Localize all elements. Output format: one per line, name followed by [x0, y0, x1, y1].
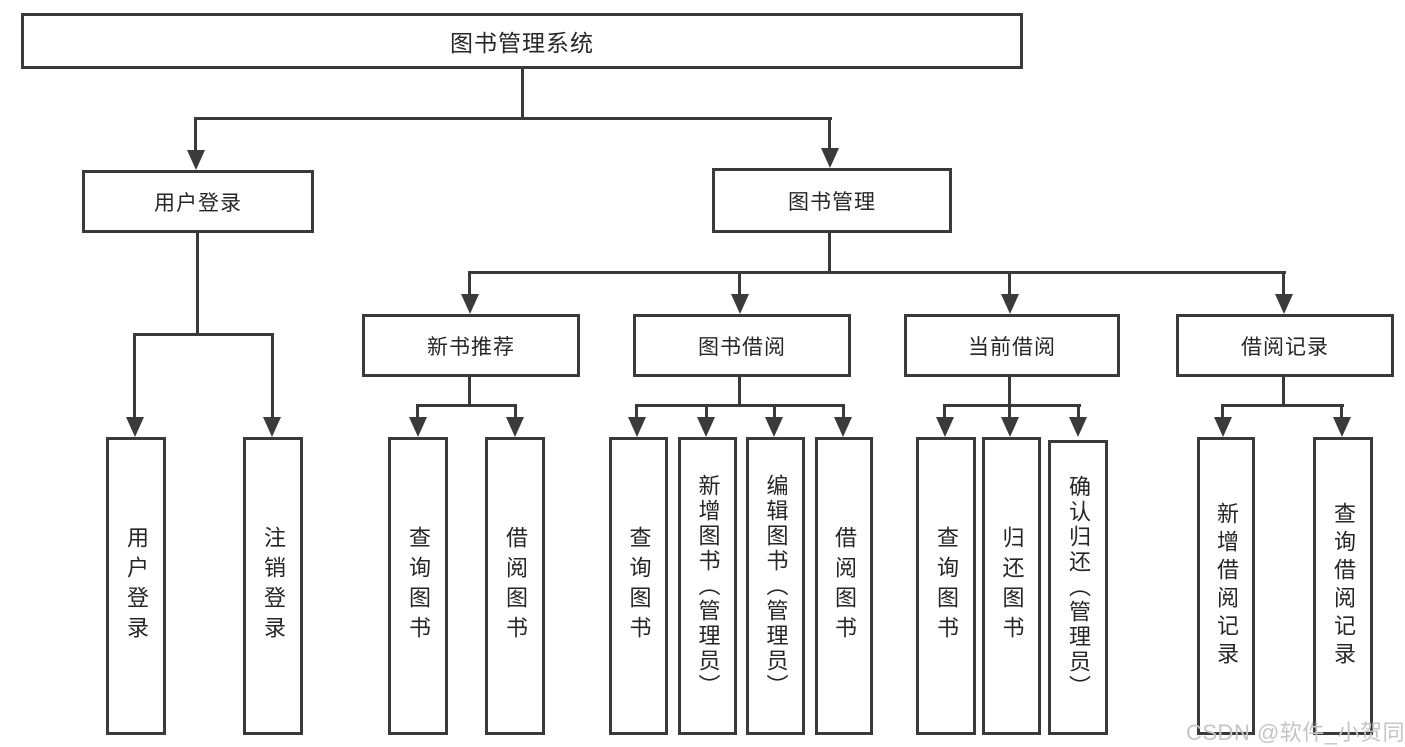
node-new-book-recommend: 新书推荐 — [362, 314, 580, 377]
node-user-login-branch: 用户登录 — [82, 170, 314, 233]
arrow-down-icon — [1333, 417, 1351, 437]
arrow-down-icon — [1214, 417, 1232, 437]
csdn-watermark: CSDN @软件_小贺同学 — [1186, 720, 1405, 745]
arrow-down-icon — [187, 150, 205, 170]
node-label: 借阅记录 — [1241, 335, 1329, 359]
leaf-confirm-return-admin: 确认归还（管理员） — [1048, 440, 1108, 735]
node-label: 用户登录 — [154, 191, 242, 215]
connector-vline — [271, 333, 274, 419]
node-label: 查询图书 — [406, 526, 431, 646]
connector-vline — [828, 231, 831, 274]
arrow-down-icon — [409, 417, 427, 437]
node-label: 图书管理 — [788, 190, 876, 214]
connector-hline — [468, 271, 1286, 274]
connector-vline — [416, 404, 419, 419]
connector-hline — [943, 404, 1081, 407]
connector-hline — [1221, 404, 1344, 407]
node-label: 用户登录 — [124, 526, 149, 646]
node-book-management: 图书管理 — [712, 168, 952, 233]
leaf-return-book: 归还图书 — [982, 437, 1041, 735]
connector-hline — [195, 117, 832, 120]
connector-vline — [828, 117, 831, 151]
connector-vline — [1221, 404, 1224, 419]
leaf-query-books-borrow: 查询图书 — [609, 437, 668, 735]
connector-vline — [133, 333, 136, 419]
node-label: 当前借阅 — [968, 335, 1056, 359]
node-root: 图书管理系统 — [21, 13, 1023, 69]
connector-vline — [1340, 404, 1343, 419]
arrow-down-icon — [697, 417, 715, 437]
node-label: 借阅图书 — [503, 526, 528, 646]
leaf-add-borrow-record: 新增借阅记录 — [1197, 437, 1255, 735]
connector-vline — [1282, 375, 1285, 407]
leaf-borrow-books-recommend: 借阅图书 — [485, 437, 545, 735]
node-label: 新增图书（管理员） — [695, 473, 721, 699]
node-label: 图书管理系统 — [450, 30, 594, 56]
connector-hline — [416, 404, 517, 407]
node-label: 归还图书 — [999, 526, 1025, 646]
arrow-down-icon — [1001, 417, 1019, 437]
node-label: 查询图书 — [626, 526, 652, 646]
arrow-down-icon — [1069, 417, 1087, 437]
connector-hline — [133, 333, 274, 336]
connector-vline — [1077, 404, 1080, 419]
connector-vline — [635, 404, 638, 419]
node-label: 图书借阅 — [698, 335, 786, 359]
connector-vline — [521, 66, 524, 120]
connector-hline — [635, 404, 845, 407]
leaf-add-book-admin: 新增图书（管理员） — [678, 437, 737, 735]
node-book-borrow: 图书借阅 — [633, 314, 851, 377]
connector-vline — [1008, 404, 1011, 419]
node-label: 新书推荐 — [427, 335, 515, 359]
arrow-down-icon — [126, 417, 144, 437]
arrow-down-icon — [461, 294, 479, 314]
node-label: 查询借阅记录 — [1331, 502, 1356, 670]
connector-vline — [196, 231, 199, 336]
connector-vline — [1282, 271, 1285, 297]
leaf-logout: 注销登录 — [243, 437, 303, 735]
arrow-down-icon — [628, 417, 646, 437]
leaf-user-login: 用户登录 — [106, 437, 166, 735]
connector-vline — [773, 404, 776, 419]
arrow-down-icon — [936, 417, 954, 437]
leaf-borrow-books-borrow: 借阅图书 — [815, 437, 873, 735]
arrow-down-icon — [1275, 294, 1293, 314]
arrow-down-icon — [1001, 294, 1019, 314]
arrow-down-icon — [821, 148, 839, 168]
leaf-query-books-current: 查询图书 — [916, 437, 976, 735]
arrow-down-icon — [506, 417, 524, 437]
arrow-down-icon — [263, 417, 281, 437]
arrow-down-icon — [731, 294, 749, 314]
node-label: 借阅图书 — [832, 526, 857, 646]
node-label: 确认归还（管理员） — [1066, 475, 1091, 700]
node-borrow-records: 借阅记录 — [1176, 314, 1394, 377]
leaf-edit-book-admin: 编辑图书（管理员） — [746, 437, 805, 735]
connector-vline — [1008, 271, 1011, 297]
connector-vline — [943, 404, 946, 419]
leaf-query-books-recommend: 查询图书 — [388, 437, 448, 735]
node-label: 编辑图书（管理员） — [763, 473, 789, 699]
node-label: 注销登录 — [261, 526, 286, 646]
connector-vline — [1008, 375, 1011, 407]
node-current-borrow: 当前借阅 — [904, 314, 1120, 377]
connector-vline — [738, 271, 741, 297]
connector-vline — [194, 117, 197, 153]
connector-vline — [738, 375, 741, 407]
node-label: 查询图书 — [934, 526, 959, 646]
leaf-query-borrow-record: 查询借阅记录 — [1313, 437, 1373, 735]
connector-vline — [514, 404, 517, 419]
connector-vline — [468, 375, 471, 407]
arrow-down-icon — [765, 417, 783, 437]
node-label: 新增借阅记录 — [1214, 502, 1239, 670]
connector-vline — [842, 404, 845, 419]
connector-vline — [705, 404, 708, 419]
arrow-down-icon — [834, 417, 852, 437]
connector-vline — [468, 271, 471, 297]
